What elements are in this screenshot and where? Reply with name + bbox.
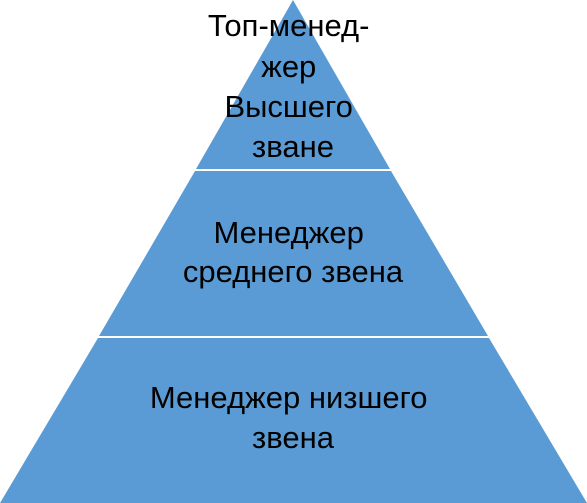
tier-top-line: жер: [261, 49, 316, 84]
tier-top-line: зване: [252, 129, 334, 164]
tier-middle-line: Менеджер: [213, 215, 363, 250]
tier-middle-shape: [99, 171, 488, 336]
tier-middle: Менеджер среднего звена: [99, 171, 488, 336]
tier-bottom-shape: [0, 338, 587, 503]
tier-bottom-line: Менеджер низшего: [150, 380, 428, 415]
tier-top-line: Высшего: [224, 89, 352, 124]
tier-bottom: Менеджер низшего звена: [0, 338, 587, 503]
tier-bottom-label: Менеджер низшего звена: [150, 380, 436, 455]
tier-top-shape: [196, 0, 390, 169]
tier-middle-line: среднего звена: [183, 254, 404, 289]
tier-middle-label: Менеджер среднего звена: [183, 215, 404, 289]
tier-top: Топ-менед- жер Высшего зване: [196, 0, 390, 169]
tier-top-line: Топ-менед-: [208, 8, 370, 43]
tier-bottom-line: звена: [252, 420, 335, 455]
tier-top-label: Топ-менед- жер Высшего зване: [208, 8, 378, 164]
